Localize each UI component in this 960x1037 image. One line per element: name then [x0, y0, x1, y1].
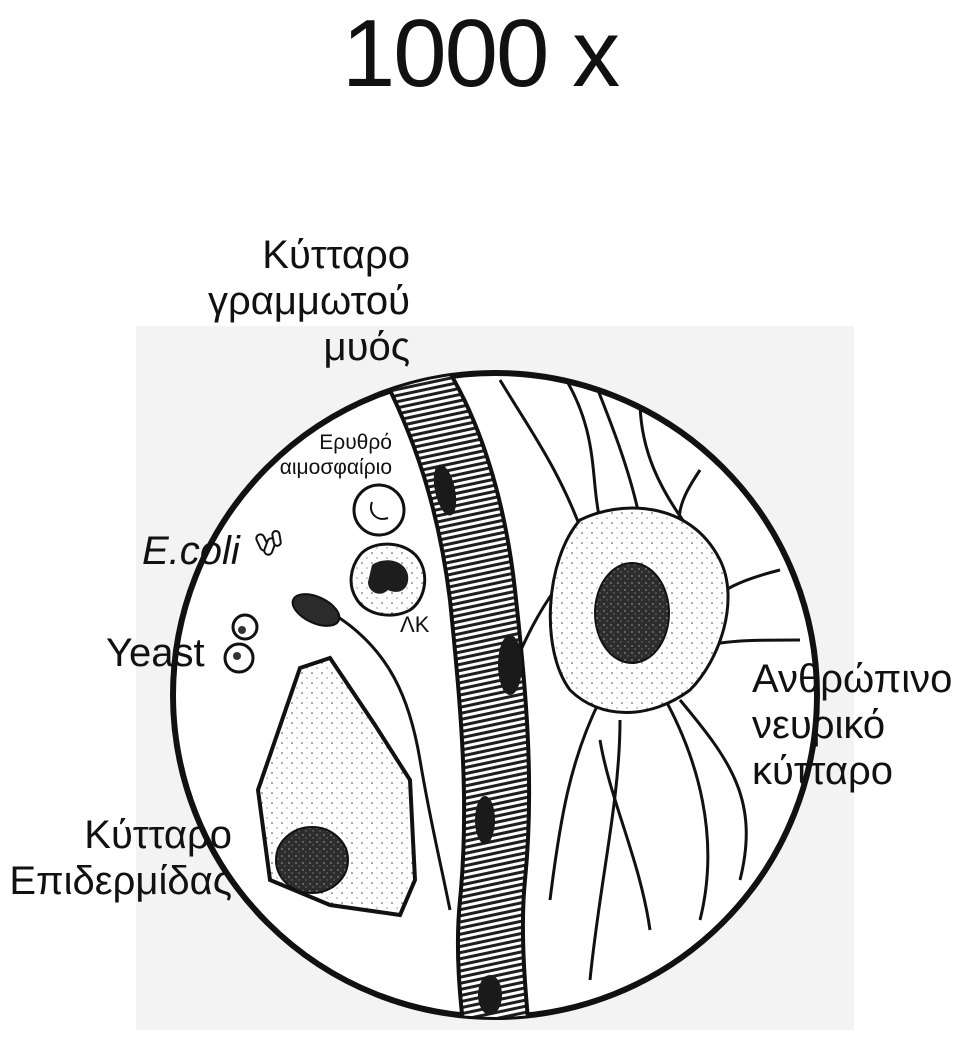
muscle-cell-label: Κύτταρο γραμμωτού μυός	[208, 233, 410, 369]
muscle-nucleus	[433, 464, 457, 516]
nerve-cell-label: Ανθρώπινο νευρικό κύτταρο	[752, 657, 953, 793]
red-blood-cell-label: Ερυθρό αιμοσφαίριο	[279, 431, 392, 479]
sperm-head	[291, 593, 341, 627]
yeast-label: Yeast	[106, 631, 205, 675]
magnification-title: 1000 x	[341, 0, 620, 107]
nerve-cell-nucleus	[594, 562, 670, 664]
yeast-cell	[231, 613, 259, 641]
muscle-nucleus	[498, 635, 522, 695]
white-blood-cell-nucleus	[368, 560, 409, 594]
red-blood-cell-center	[370, 501, 389, 520]
muscle-nucleus	[478, 975, 502, 1015]
sperm-tail	[334, 613, 452, 911]
epidermis-cell-label: Κύτταρο Επιδερμίδας	[9, 813, 232, 903]
muscle-cell-fiber	[382, 373, 533, 1017]
ecoli-bacteria	[255, 529, 282, 556]
epidermis-nucleus	[275, 826, 349, 894]
ecoli-label: E.coli	[142, 529, 240, 573]
red-blood-cell	[352, 483, 406, 537]
yeast-nucleus	[238, 626, 246, 634]
yeast-nucleus	[233, 652, 241, 660]
white-blood-cell-label: ΛΚ	[400, 612, 430, 637]
muscle-nucleus	[475, 796, 495, 844]
